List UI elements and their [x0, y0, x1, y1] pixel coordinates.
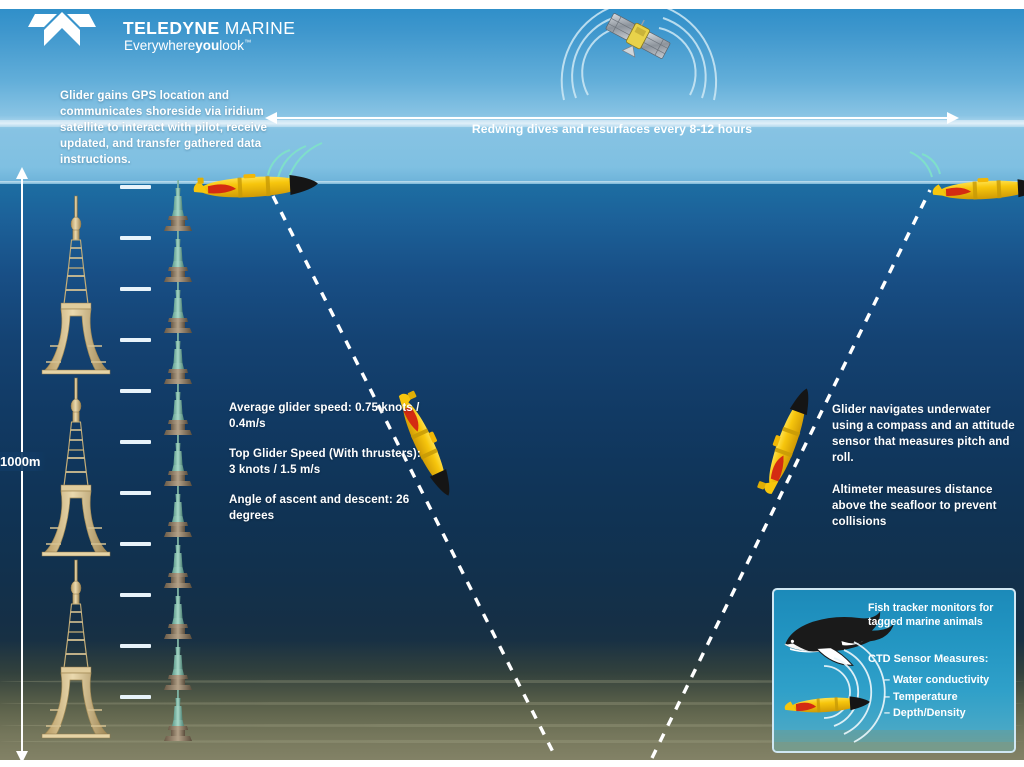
brand-name: TELEDYNE MARINE	[123, 18, 295, 39]
ctd-measure-list: – Water conductivity – Temperature – Dep…	[884, 672, 1024, 722]
depth-tick	[120, 491, 151, 495]
ctd-item: – Water conductivity	[884, 674, 990, 686]
inset-graphics	[774, 611, 1014, 751]
speed-average: Average glider speed: 0.75 knots / 0.4m/…	[229, 401, 420, 430]
navigation-text: Glider navigates underwater using a comp…	[832, 403, 1015, 464]
acoustic-signal-icon	[823, 641, 886, 743]
depth-scale-label: 1000m	[0, 452, 47, 471]
bottom-border	[0, 760, 1024, 767]
sky-haze-band	[0, 120, 1024, 127]
trademark-symbol: ™	[244, 39, 252, 47]
depth-tick	[120, 440, 151, 444]
dive-cycle-label: Redwing dives and resurfaces every 8-12 …	[471, 122, 753, 136]
brand-logo: TELEDYNE MARINE Everywhereyoulook™	[28, 10, 295, 53]
brand-tagline: Everywhereyoulook™	[124, 38, 251, 53]
depth-tick	[120, 389, 151, 393]
depth-tick	[120, 236, 151, 240]
depth-tick	[120, 338, 151, 342]
fish-tracker-label: Fish tracker monitors for tagged marine …	[868, 602, 994, 629]
depth-tick	[120, 185, 151, 189]
ctd-heading: CTD Sensor Measures:	[868, 653, 989, 665]
ctd-item: – Depth/Density	[884, 707, 966, 720]
brand-name-marine: MARINE	[219, 18, 296, 38]
navigation-annotation-block: Glider navigates underwater using a comp…	[832, 402, 1024, 530]
sky-background	[0, 8, 1024, 181]
tagline-look: look	[219, 38, 245, 53]
gps-annotation: Glider gains GPS location and communicat…	[60, 89, 268, 166]
humpback-whale-icon	[784, 611, 895, 666]
tagline-everywhere: Everywhere	[124, 38, 196, 53]
depth-tick	[120, 593, 151, 597]
sensor-inset-panel	[772, 588, 1016, 753]
brand-name-teledyne: TELEDYNE	[123, 18, 220, 38]
speed-annotation-block: Average glider speed: 0.75 knots / 0.4m/…	[229, 400, 429, 524]
dive-cycle-arrow	[265, 112, 959, 124]
depth-tick	[120, 542, 151, 546]
top-border	[0, 0, 1024, 9]
altimeter-text: Altimeter measures distance above the se…	[832, 482, 997, 528]
depth-tick	[120, 695, 151, 699]
glide-angle: Angle of ascent and descent: 26 degrees	[229, 492, 410, 522]
speed-top: Top Glider Speed (With thrusters): 3 kno…	[229, 446, 421, 476]
tagline-you: you	[195, 38, 220, 53]
depth-tick	[120, 287, 151, 291]
sea-surface-line	[0, 181, 1024, 184]
ctd-item: – Temperature	[884, 690, 958, 703]
depth-tick	[120, 644, 151, 648]
glider-icon	[784, 696, 870, 713]
